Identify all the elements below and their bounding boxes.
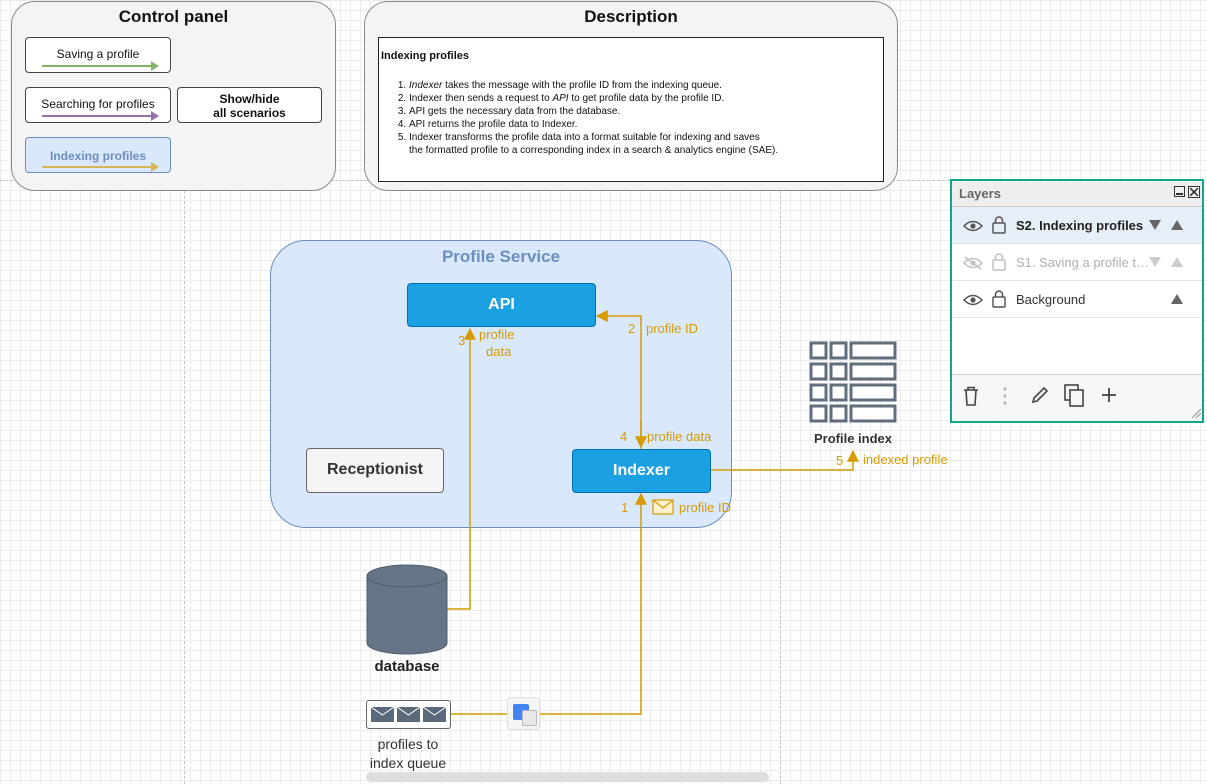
lock-icon[interactable] [992,253,1006,271]
indexing-profiles-line [42,162,159,172]
api-label: API [488,296,515,313]
database-label: database [374,658,440,675]
edge-queue-to-indexer [540,492,647,715]
layers-panel[interactable]: Layers S2. Indexing profiles S1. Saving … [950,179,1204,423]
lane-separator-left [184,181,185,784]
layer-row-s1[interactable]: S1. Saving a profile to the database [952,244,1202,281]
delete-icon[interactable] [963,386,979,406]
edge-1-label: profile ID [679,500,732,515]
move-up-icon[interactable] [1171,220,1183,230]
saving-profile-line [42,61,159,71]
show-hide-line2: all scenarios [213,106,286,120]
receptionist-component[interactable]: Receptionist [306,448,444,493]
edge-3-label-line1: profile [479,327,515,342]
edge-2-label: profile ID [646,321,699,336]
minimize-bar [1176,193,1183,195]
profile-service-title: Profile Service [441,247,561,266]
close-x-icon [1190,188,1198,196]
add-layer-icon[interactable] [1101,387,1117,403]
layers-header: Layers [952,181,1202,207]
layers-toolbar [952,374,1202,421]
layer-s2-name: S2. Indexing profiles [1016,218,1144,233]
more-icon[interactable] [1003,387,1007,405]
description-title: Description [584,7,678,26]
queue-label-line2: index queue [369,755,447,771]
saving-profile-button[interactable]: Saving a profile [25,37,171,73]
step-4: API returns the profile data to Indexer. [409,118,879,131]
step-3: API gets the necessary data from the dat… [409,105,879,118]
edge-1-number: 1 [621,500,629,515]
step-1: Indexer takes the message with the profi… [409,79,879,92]
show-hide-line1: Show/hide [219,92,280,106]
move-up-icon[interactable] [1171,294,1183,304]
resize-handle-icon[interactable] [1190,407,1202,419]
searching-profiles-button[interactable]: Searching for profiles [25,87,171,123]
close-icon[interactable] [1188,186,1200,198]
profile-index-label: Profile index [813,431,893,446]
step-5: Indexer transforms the profile data into… [409,131,879,157]
edge-5-label: indexed profile [863,452,948,467]
edge-indexer-to-index [711,449,859,471]
edge-2-number: 2 [628,321,636,336]
edge-3-label-line2: data [486,344,512,359]
layer-row-s2[interactable]: S2. Indexing profiles [952,207,1202,244]
searching-profiles-line [42,111,159,121]
eye-hidden-icon[interactable] [963,256,983,270]
receptionist-label: Receptionist [326,461,423,478]
saving-profile-label: Saving a profile [56,47,140,61]
layers-title: Layers [959,186,1001,201]
step-2: Indexer then sends a request to API to g… [409,92,879,105]
duplicate-icon[interactable] [1064,384,1086,408]
minimize-icon[interactable] [1174,186,1185,197]
horizontal-scrollbar[interactable] [366,772,769,782]
move-up-icon[interactable] [1171,257,1183,267]
edge-4-number: 4 [620,429,628,444]
layer-background-name: Background [1016,292,1086,307]
envelope-icon [652,499,674,515]
queue-icon[interactable] [366,700,451,729]
searching-profiles-label: Searching for profiles [41,97,155,111]
indexing-profiles-label: Indexing profiles [49,149,146,163]
move-down-icon[interactable] [1149,257,1161,267]
database-icon[interactable] [366,564,448,656]
edge-db-to-api [447,327,476,610]
indexer-component[interactable]: Indexer [572,449,711,493]
control-panel-title: Control panel [118,7,229,26]
edge-4-label: profile data [647,429,712,444]
edge-5-number: 5 [836,453,844,468]
translate-icon[interactable] [507,697,540,730]
profile-index-icon[interactable] [809,340,897,428]
description-text-box: Indexing profiles Indexer takes the mess… [378,37,884,182]
queue-envelopes-icon [371,707,447,722]
edge-indexer-to-api [595,310,642,449]
lock-icon[interactable] [992,216,1006,234]
show-hide-all-button[interactable]: Show/hide all scenarios [177,87,322,123]
lock-icon[interactable] [992,290,1006,308]
edit-icon[interactable] [1030,385,1050,405]
move-down-icon[interactable] [1149,220,1161,230]
description-heading: Indexing profiles [381,50,470,62]
indexer-label: Indexer [613,462,670,479]
layer-row-background[interactable]: Background [952,281,1202,318]
layer-s1-name: S1. Saving a profile to the database [1016,255,1156,270]
edge-3-number: 3 [458,333,466,348]
queue-label-line1: profiles to [377,736,439,752]
eye-icon[interactable] [963,293,983,307]
eye-icon[interactable] [963,219,983,233]
api-component[interactable]: API [407,283,596,327]
description-steps: Indexer takes the message with the profi… [393,79,879,157]
translate-icon-back [522,710,537,726]
indexing-profiles-button[interactable]: Indexing profiles [25,137,171,173]
lane-separator-right [780,181,781,784]
